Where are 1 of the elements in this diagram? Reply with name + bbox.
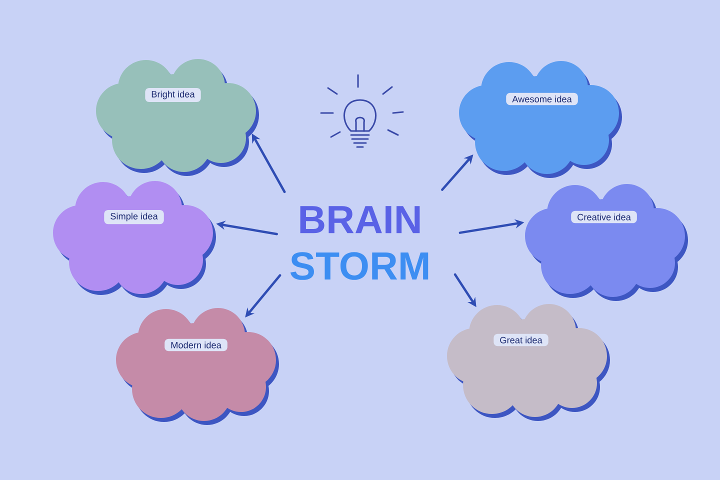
center-title: BRAIN STORM [290,206,428,280]
